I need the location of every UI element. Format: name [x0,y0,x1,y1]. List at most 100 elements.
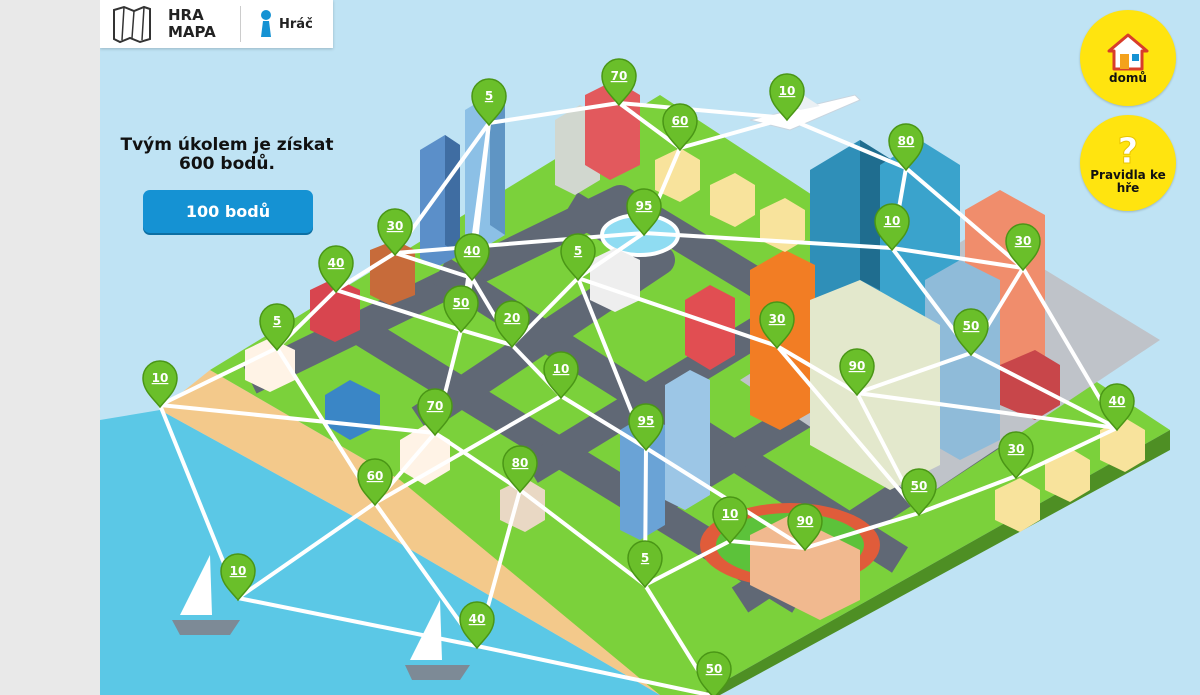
pin-marker-icon [494,300,530,349]
pin-marker-icon [769,73,805,122]
path-line [433,431,522,492]
score-pin[interactable]: 50 [953,308,989,357]
score-pin[interactable]: 90 [839,348,875,397]
home-button[interactable]: domů [1080,10,1176,106]
pin-marker-icon [377,208,413,257]
question-mark-icon: ? [1117,131,1139,169]
pin-value: 60 [672,114,689,128]
pin-marker-icon [259,303,295,352]
score-pin[interactable]: 30 [998,431,1034,480]
score-pin[interactable]: 30 [759,301,795,350]
pin-marker-icon [443,285,479,334]
score-pin[interactable]: 90 [787,503,823,552]
pin-value: 10 [152,371,169,385]
pin-marker-icon [142,360,178,409]
score-pin[interactable]: 10 [874,203,910,252]
score-pin[interactable]: 40 [1099,383,1135,432]
score-pin[interactable]: 5 [259,303,295,352]
path-line [728,539,807,550]
score-pin[interactable]: 50 [443,285,479,334]
pin-marker-icon [759,301,795,350]
player-label[interactable]: Hráč [279,16,313,32]
path-line [236,501,377,600]
score-pins: 70 5 60 10 80 95 30 40 5 10 30 40 50 5 20 10 50 30 90 10 70 9… [142,58,1135,695]
pin-value: 50 [706,662,723,676]
score-pin[interactable]: 10 [712,496,748,545]
pin-value: 10 [779,84,796,98]
pin-marker-icon [560,233,596,282]
pin-value: 30 [1015,234,1032,248]
path-line [487,101,621,125]
pin-marker-icon [502,445,538,494]
score-pin[interactable]: 10 [142,360,178,409]
pin-value: 5 [574,244,582,258]
score-pin[interactable]: 50 [901,468,937,517]
score-pin[interactable]: 10 [543,351,579,400]
score-pin[interactable]: 40 [454,233,490,282]
pin-value: 80 [512,456,529,470]
rules-label: Pravidla ke hře [1090,168,1166,195]
path-line [678,116,789,150]
score-pin[interactable]: 95 [628,403,664,452]
pin-marker-icon [627,540,663,589]
score-pin[interactable]: 70 [601,58,637,107]
path-line [576,276,779,348]
path-line [393,231,646,255]
path-line [969,351,1119,430]
score-pin[interactable]: 10 [769,73,805,122]
map-icon[interactable] [110,4,154,44]
pawn-icon [261,10,271,37]
score-pin[interactable]: 70 [417,388,453,437]
score-pin[interactable]: 40 [459,601,495,650]
score-pin[interactable]: 50 [696,651,732,695]
pin-value: 70 [611,69,628,83]
pin-marker-icon [459,601,495,650]
rules-button[interactable]: ? Pravidla ke hře [1080,115,1176,211]
pin-marker-icon [712,496,748,545]
sailboat-right [405,600,470,680]
sailboat-left [172,555,240,635]
pin-marker-icon [417,388,453,437]
score-pin[interactable]: 60 [357,458,393,507]
path-line [158,403,437,435]
score-pin[interactable]: 5 [471,78,507,127]
pin-value: 90 [849,359,866,373]
pin-marker-icon [874,203,910,252]
path-line [334,288,463,332]
score-pin[interactable]: 30 [377,208,413,257]
pin-marker-icon [626,188,662,237]
score-pin[interactable]: 80 [888,123,924,172]
sea [100,410,660,695]
path-line [917,474,1018,515]
score-pin[interactable]: 80 [502,445,538,494]
pin-marker-icon [220,553,256,602]
score-display: 100 bodů [143,190,313,233]
game-title: HRA MAPA [168,6,216,41]
path-line [785,116,908,170]
pin-value: 95 [636,199,653,213]
pin-value: 20 [504,311,521,325]
path-line [373,394,563,505]
path-line [1014,426,1119,478]
path-line [855,351,973,395]
pin-value: 50 [453,296,470,310]
score-pin[interactable]: 10 [220,553,256,602]
score-pin[interactable]: 60 [662,103,698,152]
score-pin[interactable]: 5 [560,233,596,282]
path-line [393,251,474,280]
pin-value: 30 [387,219,404,233]
pin-marker-icon [662,103,698,152]
pin-marker-icon [1005,223,1041,272]
house-icon [1107,33,1149,70]
pin-value: 10 [553,362,570,376]
pin-marker-icon [1099,383,1135,432]
pin-value: 40 [469,612,486,626]
score-pin[interactable]: 20 [494,300,530,349]
score-pin[interactable]: 40 [318,245,354,294]
score-pin[interactable]: 5 [627,540,663,589]
score-pin[interactable]: 95 [626,188,662,237]
pin-value: 90 [797,514,814,528]
top-bar: HRA MAPA Hráč [100,0,333,48]
city-map-illustration: 70 5 60 10 80 95 30 40 5 10 30 40 50 5 20 10 50 30 90 10 70 9… [100,0,1200,695]
score-pin[interactable]: 30 [1005,223,1041,272]
